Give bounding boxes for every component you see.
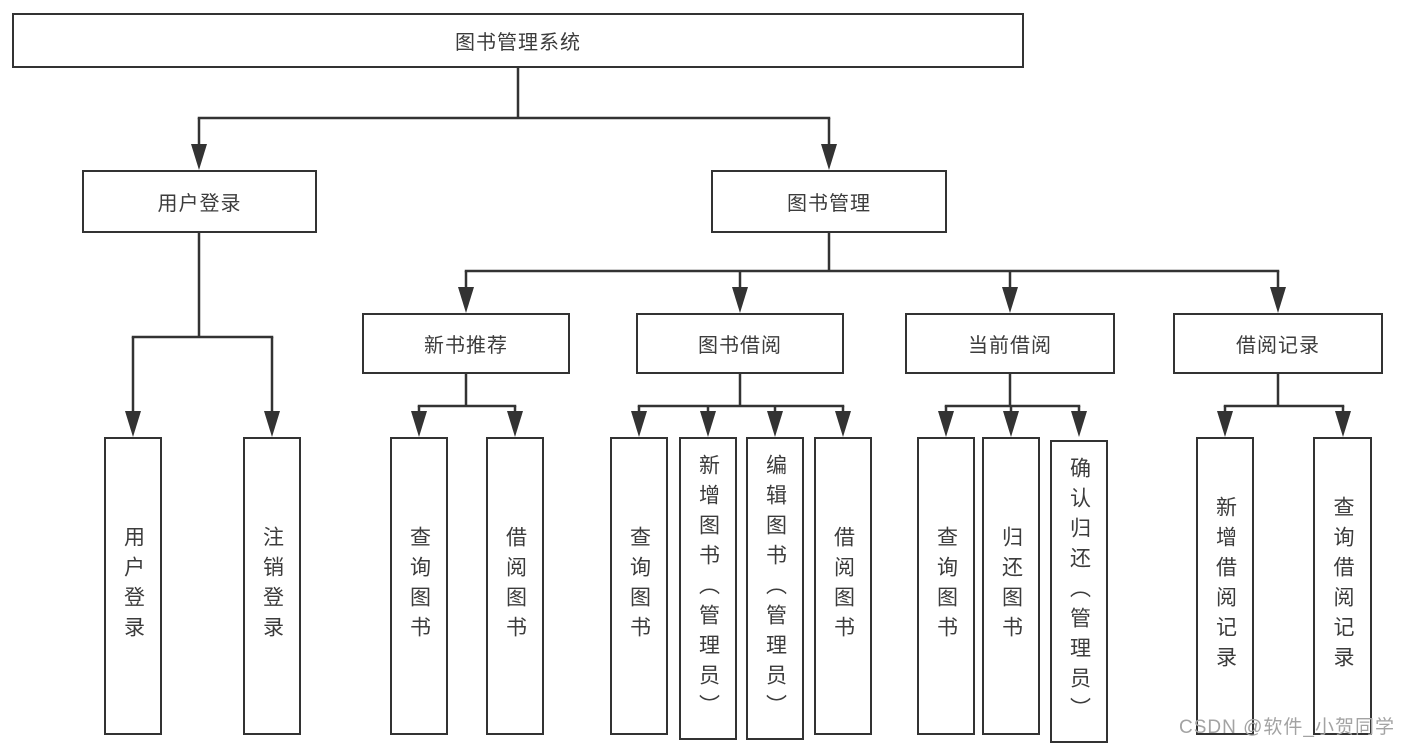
node-label: 图书管理系统	[455, 32, 581, 54]
tree-branch-lines	[131, 66, 1345, 408]
node-book-borrowing: 图书借阅	[636, 313, 844, 374]
arrowhead-down-icon	[631, 411, 647, 437]
leaf-confirm-return-admin: 确认归还（管理员）	[1050, 440, 1108, 743]
arrowhead-down-icon	[700, 411, 716, 437]
node-label: 查询借阅记录	[1331, 496, 1354, 676]
node-label: 借阅图书	[831, 526, 855, 646]
arrowhead-down-icon	[125, 411, 141, 437]
arrowhead-down-icon	[1270, 287, 1286, 313]
node-label: 图书借阅	[698, 335, 782, 357]
leaf-edit-book-admin: 编辑图书（管理员）	[746, 437, 804, 740]
leaf-query-books-borrow: 查询图书	[610, 437, 668, 735]
arrowhead-down-icon	[1335, 411, 1351, 437]
node-library-management-system: 图书管理系统	[12, 13, 1024, 68]
node-label: 用户登录	[157, 193, 242, 215]
leaf-query-books-current: 查询图书	[917, 437, 975, 735]
leaf-query-books-recommend: 查询图书	[390, 437, 448, 735]
node-label: 借阅图书	[503, 526, 527, 646]
node-label: 查询图书	[407, 526, 431, 646]
leaf-logout: 注销登录	[243, 437, 301, 735]
leaf-borrow-books-recommend: 借阅图书	[486, 437, 544, 735]
arrowhead-down-icon	[938, 411, 954, 437]
arrowhead-down-icon	[821, 144, 837, 170]
node-label: 注销登录	[260, 526, 284, 646]
arrowhead-down-icon	[191, 144, 207, 170]
csdn-watermark: CSDN @软件_小贺同学	[1179, 717, 1395, 738]
node-label: 确认归还（管理员）	[1067, 456, 1091, 727]
node-label: 编辑图书（管理员）	[763, 453, 787, 724]
leaf-query-borrow-record: 查询借阅记录	[1313, 437, 1372, 735]
node-label: 归还图书	[999, 526, 1023, 646]
node-borrowing-records: 借阅记录	[1173, 313, 1383, 374]
node-label: 借阅记录	[1236, 335, 1320, 357]
arrowhead-down-icon	[732, 287, 748, 313]
node-new-book-recommend: 新书推荐	[362, 313, 570, 374]
node-label: 新增借阅记录	[1213, 496, 1237, 676]
arrowhead-down-icon	[1003, 411, 1019, 437]
node-label: 新增图书（管理员）	[696, 453, 720, 724]
arrowhead-down-icon	[1071, 411, 1087, 437]
node-label: 查询图书	[627, 526, 651, 646]
leaf-add-borrow-record: 新增借阅记录	[1196, 437, 1254, 735]
node-label: 用户登录	[121, 526, 145, 646]
arrowhead-down-icon	[835, 411, 851, 437]
node-book-management: 图书管理	[711, 170, 947, 233]
node-label: 查询图书	[934, 526, 958, 646]
leaf-borrow-books: 借阅图书	[814, 437, 872, 735]
arrowhead-down-icon	[767, 411, 783, 437]
node-label: 当前借阅	[968, 335, 1052, 357]
leaf-user-login: 用户登录	[104, 437, 162, 735]
arrowhead-down-icon	[1002, 287, 1018, 313]
node-label: 新书推荐	[424, 335, 508, 357]
leaf-add-book-admin: 新增图书（管理员）	[679, 437, 737, 740]
arrowhead-down-icon	[458, 287, 474, 313]
arrowhead-down-icon	[264, 411, 280, 437]
node-current-borrowing: 当前借阅	[905, 313, 1115, 374]
arrowhead-down-icon	[411, 411, 427, 437]
leaf-return-book: 归还图书	[982, 437, 1040, 735]
arrowhead-down-icon	[507, 411, 523, 437]
arrowhead-down-icon	[1217, 411, 1233, 437]
node-label: 图书管理	[787, 193, 871, 215]
node-user-login: 用户登录	[82, 170, 317, 233]
